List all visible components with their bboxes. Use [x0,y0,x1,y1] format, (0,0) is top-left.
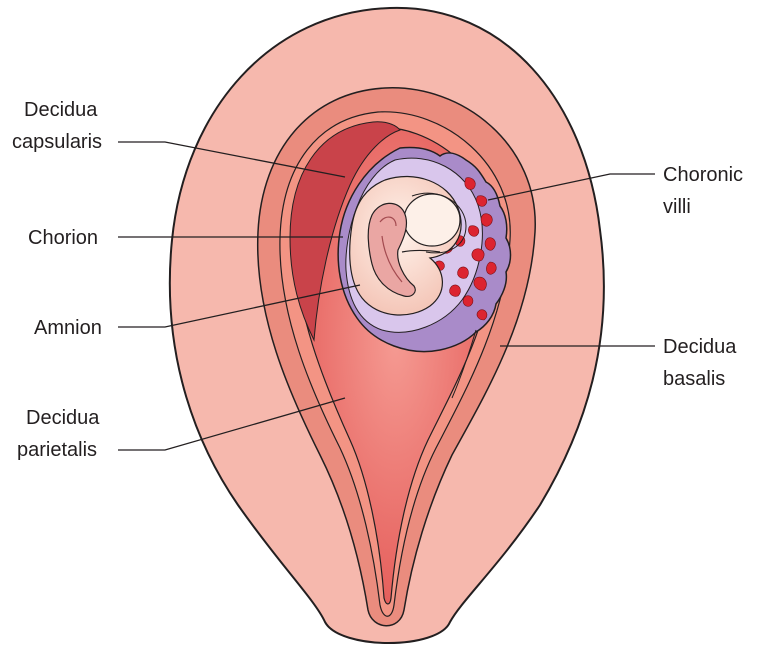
embryo [367,202,416,297]
label-decidua-capsularis-line1: Decidua [24,99,98,121]
label-decidua-basalis-line2: basalis [663,368,725,390]
villi-blood-spaces [434,177,497,321]
leader-lines [118,141,655,451]
connecting-stalk [401,249,441,253]
label-decidua-parietalis: Decidua parietalis [17,407,105,461]
yolk-sac [403,193,461,247]
label-decidua-capsularis: Decidua capsularis [12,99,103,153]
label-decidua-parietalis-line1: Decidua [26,407,100,429]
leader-choronic-villi [487,173,655,201]
leader-decidua-capsularis [118,141,346,178]
leader-amnion [118,284,361,328]
label-choronic-villi: Choronic villi [663,164,749,218]
label-choronic-villi-line1: Choronic [663,164,743,186]
embryo-detail [379,216,403,283]
decidua-capsularis-region [289,121,401,342]
label-decidua-basalis-line1: Decidua [663,336,737,358]
label-choronic-villi-line2: villi [663,196,691,218]
label-decidua-basalis: Decidua basalis [663,336,742,390]
label-decidua-capsularis-line2: capsularis [12,131,102,153]
decidua-basalis-line [451,329,477,399]
label-chorion: Chorion [28,227,98,249]
leader-decidua-parietalis [118,397,346,451]
label-amnion: Amnion [34,317,102,339]
label-decidua-parietalis-line2: parietalis [17,439,97,461]
